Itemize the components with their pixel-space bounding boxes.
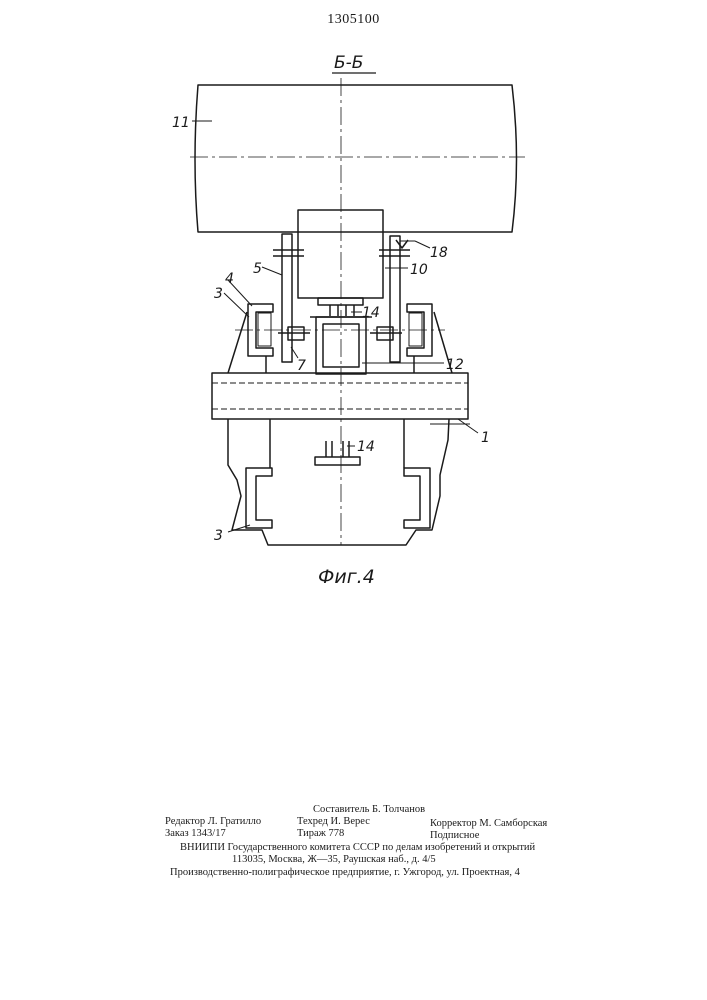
- callout-14-upper: 14: [362, 305, 380, 321]
- motor-block: [298, 210, 383, 316]
- leader-lines: [192, 121, 478, 532]
- colophon-circulation: Тираж 778: [297, 827, 344, 840]
- callout-1: 1: [481, 430, 490, 446]
- cross-beam: [212, 373, 468, 419]
- technical-drawing: Б-Б: [0, 0, 707, 620]
- callout-4: 4: [225, 271, 234, 287]
- callout-12: 12: [446, 357, 464, 373]
- callout-11: 11: [172, 115, 190, 131]
- callout-14-lower: 14: [357, 439, 375, 455]
- lower-housing: [228, 419, 449, 545]
- lower-fastener: [315, 441, 360, 465]
- frame-sides: [228, 312, 452, 373]
- callout-7: 7: [297, 358, 306, 374]
- callout-5: 5: [253, 261, 262, 277]
- right-hanger: [370, 236, 410, 362]
- lower-left-channel: [246, 468, 272, 528]
- section-label: Б-Б: [334, 53, 363, 73]
- figure-caption: Фиг.4: [318, 566, 375, 588]
- callout-10: 10: [410, 262, 428, 278]
- colophon-printer: Производственно-полиграфическое предприя…: [170, 866, 520, 879]
- callout-18: 18: [430, 245, 448, 261]
- callout-3-upper: 3: [214, 286, 223, 302]
- lower-right-channel: [404, 468, 430, 528]
- colophon-order: Заказ 1343/17: [165, 827, 226, 840]
- callout-3-lower: 3: [214, 528, 223, 544]
- colophon-address: 113035, Москва, Ж—35, Раушская наб., д. …: [232, 853, 436, 866]
